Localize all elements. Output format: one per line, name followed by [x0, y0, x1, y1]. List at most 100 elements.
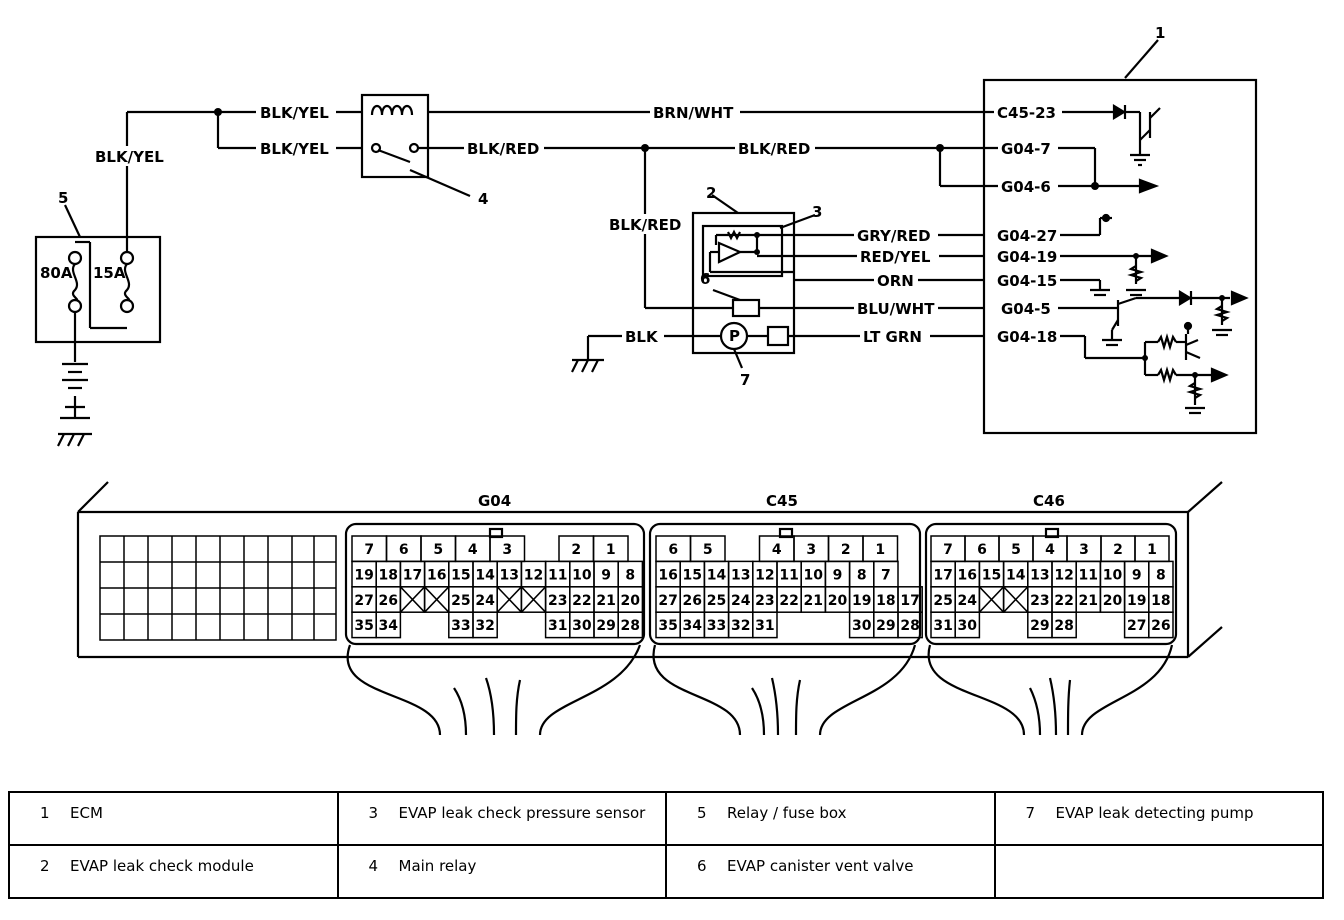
connector-pin-label: 31: [755, 618, 774, 634]
connector-pin: 16: [954, 560, 981, 588]
connector-pin: 28: [617, 611, 644, 639]
wire-label-lt-grn: LT GRN: [863, 328, 922, 346]
terminal-g04-27: G04-27: [997, 227, 1057, 245]
connector-pin: 34: [375, 611, 402, 639]
connector-pin-label: 7: [943, 542, 953, 558]
connector-pin: 10: [569, 560, 595, 588]
connector-pin-label: 1: [875, 542, 885, 558]
connector-pin-label: 6: [399, 542, 409, 558]
connector-pin: 35: [351, 611, 377, 639]
connector-pin: 13: [496, 560, 523, 588]
connector-pin-label: 4: [1045, 542, 1055, 558]
connector-pin-label: 20: [828, 593, 848, 609]
connector-pin: 35: [655, 611, 681, 639]
wire-label-blk-yel-bottom: BLK/YEL: [260, 140, 329, 158]
connector-pin: 29: [593, 611, 619, 639]
connector-pin-label: 21: [1079, 593, 1098, 609]
connector-pin-label: 30: [852, 618, 872, 634]
connector-pin-label: 6: [977, 542, 987, 558]
connector-pin: 21: [593, 586, 619, 613]
connector-pin: 6: [964, 535, 1000, 563]
connector-pin-label: 9: [833, 567, 843, 583]
connector-pin: 2: [827, 535, 864, 563]
connector-pin-label: 24: [475, 593, 495, 609]
connector-pin-label: 16: [427, 567, 446, 583]
vent-valve-symbol: [731, 298, 761, 318]
legend-text: Relay / fuse box: [727, 804, 847, 822]
connector-pin-label: 30: [958, 618, 978, 634]
connector-pin: 17: [930, 560, 956, 588]
connector-pin-label: 12: [1054, 567, 1073, 583]
connector-pin-label: 3: [1079, 542, 1089, 558]
terminal-g04-18: G04-18: [997, 328, 1057, 346]
connector-pin-label: 8: [1156, 567, 1166, 583]
connector-pin-label: 22: [1054, 593, 1073, 609]
connector-pin-label: 8: [857, 567, 867, 583]
connector-pin: 6: [655, 535, 692, 563]
connector-pin: [1002, 586, 1029, 613]
fuse-15a-label: 15A: [93, 264, 126, 282]
connector-pin: 22: [776, 586, 802, 613]
ecm-terminals: C45-23 G04-7 G04-6 G04-27 G04-19 G04-15 …: [994, 102, 1062, 346]
label-valve-number: 6: [700, 270, 710, 288]
connector-pin: 11: [1075, 560, 1102, 588]
connector-pin: 16: [423, 560, 450, 588]
connector-pin-label: 2: [841, 542, 851, 558]
connector-pin: 5: [420, 535, 457, 563]
legend-text: EVAP leak check pressure sensor: [398, 804, 646, 822]
connector-pin: 7: [351, 535, 388, 563]
pump-p-label: P: [729, 327, 740, 345]
connector-pin: 19: [848, 586, 875, 613]
connector-pin: 10: [1099, 560, 1126, 588]
connector-pin-label: 16: [658, 567, 677, 583]
connector-pin-label: 33: [707, 618, 726, 634]
connector-pin-label: 23: [548, 593, 567, 609]
connector-pin-label: 15: [451, 567, 470, 583]
connector-pin-label: 17: [933, 567, 952, 583]
connector-pin-label: 18: [876, 593, 895, 609]
connector-pin-label: 9: [1132, 567, 1142, 583]
legend-text: EVAP leak check module: [70, 857, 254, 875]
connector-pin-label: 11: [779, 567, 798, 583]
connector-pin-label: 17: [900, 593, 919, 609]
connector-pin-label: 10: [1103, 567, 1123, 583]
connector-pin: 1: [862, 535, 899, 563]
connector-pin: [423, 586, 450, 613]
connector-pin: [399, 586, 426, 613]
wiring-lines: [34, 39, 1258, 447]
connector-pin-label: 15: [683, 567, 702, 583]
connector-pin-label: 2: [1113, 542, 1123, 558]
terminal-g04-6: G04-6: [1001, 178, 1051, 196]
connector-pin: 9: [593, 560, 619, 588]
connector-pin-label: 29: [1030, 618, 1049, 634]
connector-pin-label: 21: [596, 593, 615, 609]
legend-text: Main relay: [398, 857, 477, 875]
connector-pin-label: 3: [502, 542, 512, 558]
connector-pin: 14: [703, 560, 730, 588]
connector-pin: 30: [569, 611, 595, 639]
terminal-g04-5: G04-5: [1001, 300, 1051, 318]
connector-pin: 10: [800, 560, 827, 588]
connector-pin-label: 10: [804, 567, 824, 583]
connector-pin: 12: [520, 560, 547, 588]
connector-pin-label: 1: [606, 542, 616, 558]
connector-pin-label: 20: [1103, 593, 1123, 609]
connector-pin-label: 31: [548, 618, 567, 634]
connector-pin: 31: [544, 611, 571, 639]
label-relay-number: 4: [478, 190, 488, 208]
connector-pin: 15: [679, 560, 706, 588]
main-relay-box: [360, 93, 430, 179]
connector-pin: 30: [848, 611, 875, 639]
connector-pin: 13: [727, 560, 754, 588]
connector-pin: 20: [617, 586, 644, 613]
terminal-g04-15: G04-15: [997, 272, 1057, 290]
connector-pin-label: 28: [900, 618, 919, 634]
connector-pin: 25: [448, 586, 474, 613]
connector-pin: 15: [978, 560, 1005, 588]
